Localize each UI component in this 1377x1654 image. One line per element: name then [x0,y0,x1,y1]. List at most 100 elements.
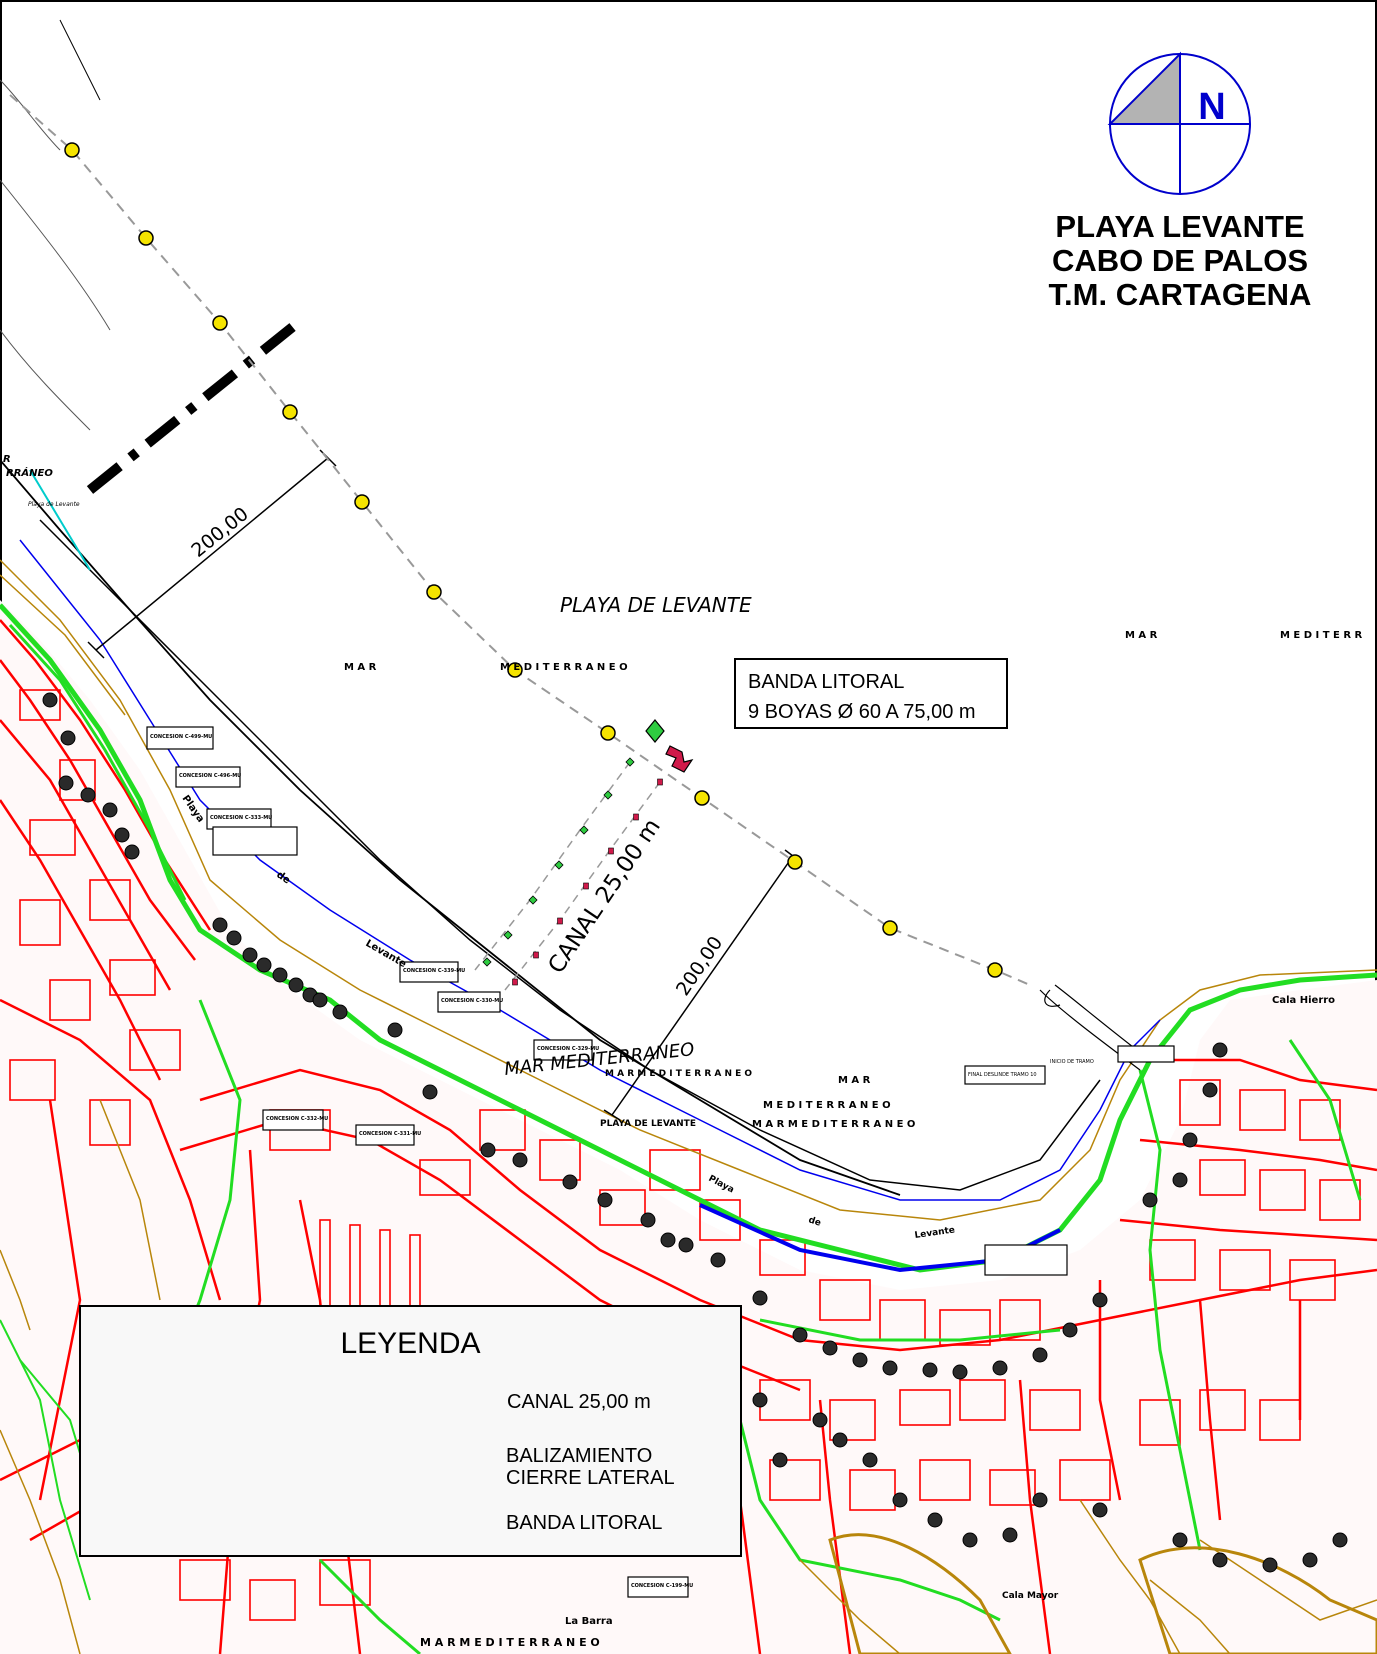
canal-green-marker-2 [603,790,613,800]
canal-green-head [645,719,665,743]
canal-red-marker-3 [608,847,614,855]
label-mar-mediterraneo-4: M A R M E D I T E R R A N E O [752,1119,915,1130]
buoy-7 [507,662,523,678]
town-marker-21 [562,1174,578,1190]
label-de-coast-2: de [807,1215,822,1228]
label-inicio-tramo: INICIO DE TRAMO [1050,1059,1094,1065]
canal-red-marker-5 [557,917,563,925]
buoy-1 [64,142,80,158]
baseline-dash-dot [86,321,299,494]
label-cala-hierro: Cala Hierro [1272,995,1335,1006]
canal-red-marker-7 [512,978,518,986]
town-marker-53 [1212,1552,1228,1568]
town-marker-32 [922,1362,938,1378]
label-mediterraneo-1: M E D I T E R R A N E O [500,662,628,673]
title-line-2: CABO DE PALOS [1051,243,1309,278]
label-playa-de-levante-tiny: Playa de Levante [28,501,80,508]
label-mar-2: M A R [1125,630,1158,641]
town-marker-12 [272,967,288,983]
label-mar-1: M A R [344,662,377,673]
town-marker-50 [1032,1492,1048,1508]
town-marker-5 [102,802,118,818]
north-arrow: N [1107,51,1251,195]
buoy-2 [138,230,154,246]
callout-line-2: 9 BOYAS Ø 60 A 75,00 m [748,701,976,723]
label-concesion-9: CONCESION C-199-MU [631,1583,693,1589]
canal-red-marker-6 [533,951,539,959]
canal-green-marker-6 [503,930,513,940]
town-marker-41 [1202,1082,1218,1098]
town-marker-22 [597,1192,613,1208]
label-la-barra: La Barra [565,1616,613,1627]
callout-line-1: BANDA LITORAL [748,671,905,693]
town-marker-36 [1062,1322,1078,1338]
buoy-3 [212,315,228,331]
town-marker-17 [387,1022,403,1038]
north-label: N [1198,86,1225,128]
label-bottom-mediterraneo: M A R M E D I T E R R A N E O [420,1636,600,1649]
town-marker-30 [852,1352,868,1368]
legend-box: LEYENDA CANAL 25,00 m BALIZAMIENTO CIERR… [79,1305,742,1557]
town-marker-15 [312,992,328,1008]
town-marker-55 [1302,1552,1318,1568]
shoreline [0,19,1161,1273]
label-concesion-6: CONCESION C-329-MU [537,1046,599,1052]
canal-green-marker-7 [482,957,492,967]
town-marker-1 [42,692,58,708]
town-marker-13 [288,977,304,993]
buoy-8 [600,725,616,741]
buoy-5 [354,494,370,510]
label-concesion-5: CONCESION C-330-MU [441,998,503,1004]
town-marker-26 [710,1252,726,1268]
canal-red-marker-2 [633,813,639,821]
town-marker-43 [812,1412,828,1428]
title-line-1: PLAYA LEVANTE [1055,209,1305,244]
town-marker-57 [772,1452,788,1468]
town-marker-8 [212,917,228,933]
label-mediterri-2: M E D I T E R R [1280,630,1363,641]
title-line-3: T.M. CARTAGENA [1048,277,1312,312]
legend-canal-label: CANAL 25,00 m [507,1391,651,1413]
town-marker-38 [1142,1192,1158,1208]
label-left-edge-rraneo: RRÁNEO [6,466,53,479]
buoy-10 [787,854,803,870]
town-marker-9 [226,930,242,946]
label-concesion-4: CONCESION C-339-MU [403,968,465,974]
banda-litoral-callout: BANDA LITORAL 9 BOYAS Ø 60 A 75,00 m [734,658,1008,729]
town-marker-35 [1032,1347,1048,1363]
label-mar-mediterraneo-5: M A R M E D I T E R R A N E O [605,1069,752,1079]
map-title: PLAYA LEVANTE CABO DE PALOS T.M. CARTAGE… [1015,210,1345,312]
town-marker-34 [992,1360,1008,1376]
concession-boxes [146,726,1175,1598]
label-mediterraneo-3: M E D I T E R R A N E O [763,1100,891,1111]
town-marker-3 [58,775,74,791]
town-marker-6 [114,827,130,843]
canal-red-marker-4 [583,882,589,890]
label-cala-mayor: Cala Mayor [1002,1591,1059,1601]
legend-title: LEYENDA [340,1327,481,1360]
town-marker-58 [752,1392,768,1408]
town-marker-7 [124,844,140,860]
town-marker-54 [1262,1557,1278,1573]
label-concesion-2: CONCESION C-496-MU [179,773,241,779]
town-marker-47 [927,1512,943,1528]
town-marker-20 [512,1152,528,1168]
contour-lines [0,559,1377,1654]
buoy-layer [64,142,1003,986]
town-marker-11 [256,957,272,973]
town-marker-23 [640,1212,656,1228]
town-marker-56 [1332,1532,1348,1548]
town-marker-40 [1182,1132,1198,1148]
town-marker-27 [752,1290,768,1306]
label-concesion-1: CONCESION C-499-MU [150,734,212,740]
town-marker-4 [80,787,96,803]
town-marker-49 [1002,1527,1018,1543]
town-marker-39 [1172,1172,1188,1188]
town-marker-25 [678,1237,694,1253]
canal-red-head [665,745,694,773]
town-markers [42,692,1348,1573]
label-playa-de-levante: PLAYA DE LEVANTE [560,593,752,617]
town-marker-33 [952,1364,968,1380]
town-marker-28 [792,1327,808,1343]
town-marker-44 [832,1432,848,1448]
